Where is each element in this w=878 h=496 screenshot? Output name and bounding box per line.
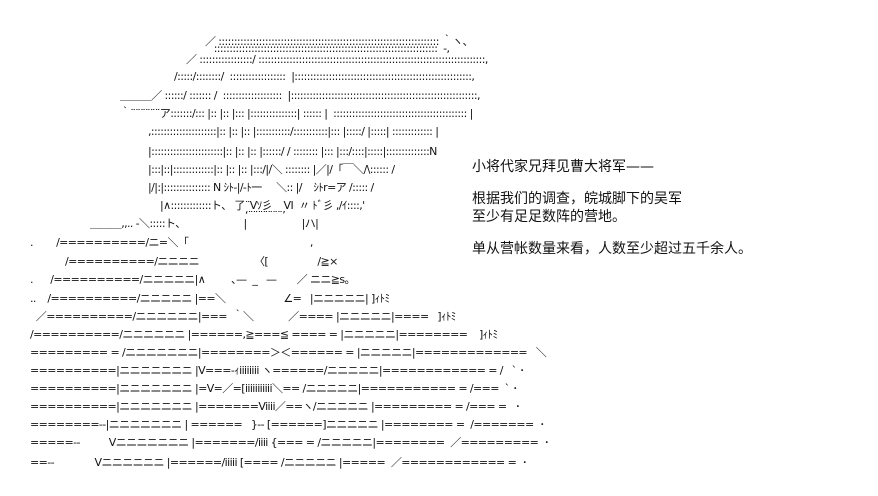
dialogue-line: 至少有足足数阵的营地。 <box>472 209 626 225</box>
ascii-art-line: .. /==========/ニニニニニ |==＼ ∠= |ニニニニニ| ]ｨﾄ… <box>30 292 390 305</box>
dialogue-line: 根据我们的调查，皖城脚下的吴军 <box>472 191 682 207</box>
ascii-art-line: ::::::::::::::::::::::::::::::::::::::::… <box>205 42 450 55</box>
ascii-art-line: ==========|ニニニニニニニ |V===-ｨiiiiiiii ヽ====… <box>30 364 525 377</box>
ascii-art-line: =====-- Vニニニニニニニ |=======/iiii {=== = /ニ… <box>30 436 550 449</box>
ascii-art-line: /==========/ニニニニ 〈[ /≧× <box>65 255 338 268</box>
ascii-art-line: . /==========/ニ=＼「 , <box>30 236 313 249</box>
ascii-art-line: /==========/ニニニニニニ |======,≧===≦ ==== = … <box>30 328 498 341</box>
ascii-art-line: ========--|ニニニニニニニ | ====== }-- [======]… <box>30 418 545 431</box>
ascii-art-line: ‘¨¨¨¨¨¨¨’ <box>245 209 286 222</box>
ascii-art-line: ／==========/ニニニニニニ|=== ｀＼ ／==== |ニニニニニ|=… <box>30 310 457 323</box>
dialogue-report: 根据我们的调查，皖城脚下的吴军 至少有足足数阵的营地。 <box>472 190 872 226</box>
ascii-art-line: ==-- Vニニニニニニ |======/iiiii [==== /ニニニニニ … <box>30 456 527 469</box>
ascii-art-line: ／ ::::::::::::::::::::::::::::::::::::::… <box>205 35 474 48</box>
ascii-art-line: ==========|ニニニニニニニ |=======Viiii／==ヽ/ニニニ… <box>30 400 521 413</box>
dialogue-line: 小将代家兄拜见曹大将军—— <box>472 159 654 175</box>
ascii-art-line: ＿＿＿／ ::::::/ ::::::: / :::::::::::::::::… <box>120 89 480 102</box>
dialogue-estimate: 单从营帐数量来看，人数至少超过五千余人。 <box>472 240 872 258</box>
ascii-art-line: ｀¨¨¨¨¨¨ア:::::::/::: |:: |:: |::: |::::::… <box>120 107 473 120</box>
dialogue-line: 单从营帐数量来看，人数至少超过五千余人。 <box>472 241 752 257</box>
dialogue-greeting: 小将代家兄拜见曹大将军—— <box>472 158 872 176</box>
ascii-art-line: /:::::/::::::::/ :::::::::::::::::: |:::… <box>174 70 475 83</box>
ascii-art-line: ========= = /ニニニニニニニ|========＞＜====== = … <box>30 346 547 359</box>
ascii-art-line: ／ :::::::::::::::::/ :::::::::::::::::::… <box>186 53 488 66</box>
ascii-art-line: ,:::::::::::::::::::::|:: |:: |:: |:::::… <box>148 125 439 138</box>
ascii-art-line: . /==========/ニニニニニ|∧ ､— _ — ／ ニニ≧s。 <box>30 273 355 286</box>
dialogue-text-block: 小将代家兄拜见曹大将军—— 根据我们的调查，皖城脚下的吴军 至少有足足数阵的营地… <box>472 158 872 272</box>
ascii-art-line: |∧:::::::::::::ト、 了¨Vｿ彡 VI 〃 ﾄﾞ彡 ,/ｲ::::… <box>160 199 365 212</box>
ascii-art-line: |:::::::::::::::::::::::|:: |:: |:: |:::… <box>148 145 437 158</box>
ascii-art-line: ==========|ニニニニニニニ |=V=／=[iiiiiiiiiii＼==… <box>30 382 518 395</box>
ascii-art-line: ＿＿＿,,.. ‐＼:::::ト、 | |ハ| <box>90 217 319 230</box>
ascii-art-line: |/|:|::::::::::::::: N ｼﾄ‐|/‐ﾄ一 ＼:: |/ ｼ… <box>148 181 374 194</box>
ascii-art-line: |:::|::|:::::::::::::|:: |:: |:: |:::/|/… <box>148 163 395 176</box>
